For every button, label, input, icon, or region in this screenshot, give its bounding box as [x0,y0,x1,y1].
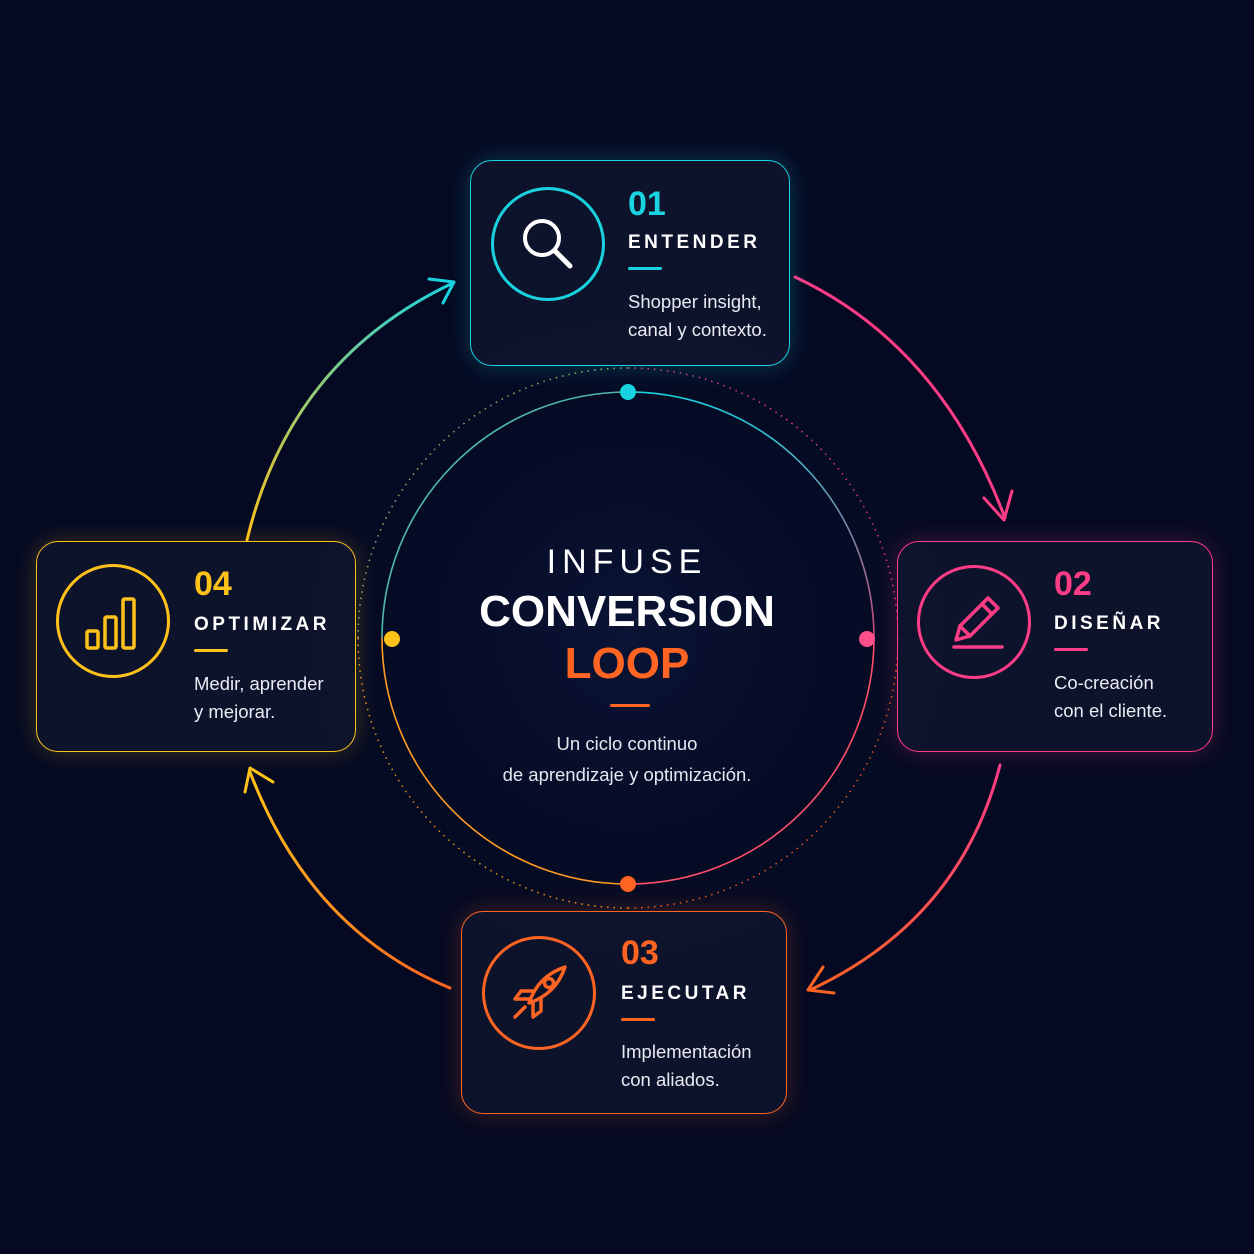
step-card-entender: 01 ENTENDER Shopper insight, canal y con… [470,160,790,366]
center-divider [610,704,650,707]
arrow-disenar-to-ejecutar [808,763,1002,992]
step-description-line1: Medir, aprender [194,673,324,694]
arrow-ejecutar-to-optimizar [248,770,452,990]
rocket-icon [482,936,596,1050]
step-card-ejecutar: 03 EJECUTAR Implementación con aliados. [461,911,787,1114]
step-description-line2: canal y contexto. [628,319,767,340]
step-title: DISEÑAR [1054,613,1165,634]
step-title: EJECUTAR [621,983,750,1004]
search-icon [491,187,605,301]
center-subtitle-line1: Un ciclo continuo [556,733,698,754]
ring-dot-top [620,384,636,400]
arrowhead-ejecutar [806,965,836,995]
ring-dot-left [384,631,400,647]
ring-dot-right [859,631,875,647]
step-number: 02 [1054,565,1092,603]
step-description-line1: Shopper insight, [628,291,762,312]
step-card-optimizar: 04 OPTIMIZAR Medir, aprender y mejorar. [36,541,356,752]
step-divider [628,267,662,270]
step-description-line2: con aliados. [621,1069,720,1090]
center-highlight: LOOP [564,639,690,688]
step-description-line2: y mejorar. [194,701,276,722]
step-description: Implementación con aliados. [621,1038,752,1094]
arrow-optimizar-to-entender [245,281,455,542]
step-title: ENTENDER [628,232,761,253]
inner-ring-left-bottom [381,637,629,885]
step-description: Shopper insight, canal y contexto. [628,288,767,344]
step-description: Co-creación con el cliente. [1054,669,1167,725]
arrowhead-disenar [982,489,1014,522]
arrowhead-entender [427,277,456,305]
pencil-icon [917,565,1031,679]
inner-ring-right-bottom [627,637,875,885]
ring-dot-bottom [620,876,636,892]
step-divider [1054,648,1088,651]
step-number: 01 [628,185,666,223]
inner-ring-left-top [381,391,629,639]
step-number: 04 [194,565,232,603]
center-subtitle: Un ciclo continuo de aprendizaje y optim… [427,728,827,790]
center-title: CONVERSION [479,587,775,636]
bar-chart-icon [56,564,170,678]
step-number: 03 [621,934,659,972]
step-divider [194,649,228,652]
inner-ring-right-top [627,391,875,639]
center-brand: INFUSE [546,543,708,581]
step-divider [621,1018,655,1021]
center-subtitle-line2: de aprendizaje y optimización. [502,764,752,785]
step-description-line2: con el cliente. [1054,700,1168,721]
step-description-line1: Implementación [621,1041,752,1062]
step-title: OPTIMIZAR [194,614,330,635]
step-card-disenar: 02 DISEÑAR Co-creación con el cliente. [897,541,1213,752]
arrow-entender-to-disenar [793,275,1007,520]
arrowhead-optimizar [243,766,275,794]
center-glow [248,258,1008,1018]
step-description: Medir, aprender y mejorar. [194,670,324,726]
step-description-line1: Co-creación [1054,672,1154,693]
